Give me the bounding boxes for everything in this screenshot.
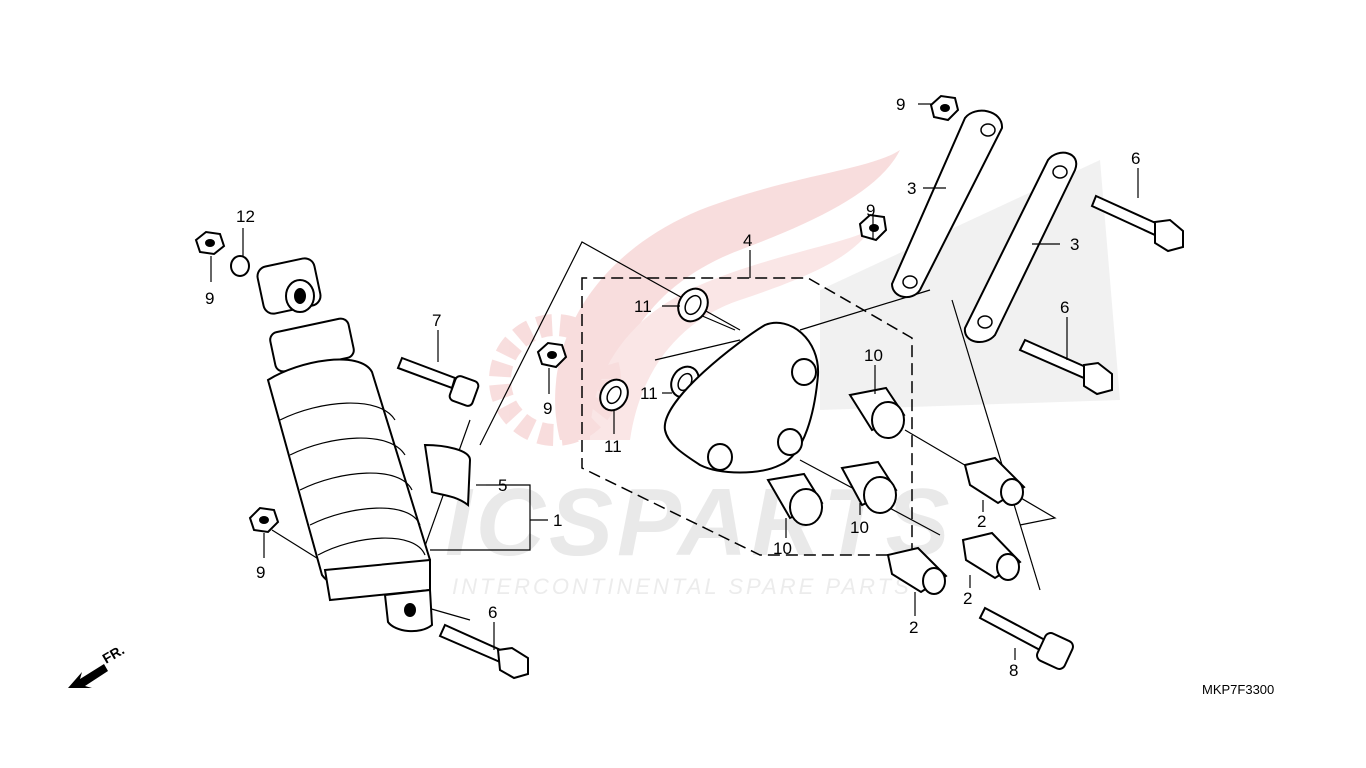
bearing-10-upper bbox=[848, 386, 906, 439]
bearing-10-lower bbox=[766, 472, 824, 526]
callout-7: 7 bbox=[432, 311, 441, 330]
callout-3: 3 bbox=[907, 179, 916, 198]
callout-10: 10 bbox=[850, 518, 869, 537]
bolt-6-mid bbox=[1018, 338, 1113, 396]
nut-9-center bbox=[536, 341, 568, 369]
callout-3: 3 bbox=[1070, 235, 1079, 254]
leader-lines bbox=[210, 103, 1139, 660]
callout-2: 2 bbox=[963, 589, 972, 608]
callout-2: 2 bbox=[977, 512, 986, 531]
callout-5: 5 bbox=[498, 476, 507, 495]
callout-11: 11 bbox=[604, 437, 622, 456]
callout-6: 6 bbox=[1060, 298, 1069, 317]
seal-11-left bbox=[599, 378, 629, 412]
callout-2: 2 bbox=[909, 618, 918, 637]
callout-11: 11 bbox=[634, 297, 652, 316]
callout-12: 12 bbox=[236, 207, 255, 226]
connecting-rod-3-rear bbox=[963, 151, 1078, 344]
collar-2-upper bbox=[963, 456, 1026, 506]
nut-9-top bbox=[929, 94, 960, 122]
seal-11-top bbox=[677, 287, 709, 323]
honda-wing-logo bbox=[489, 150, 900, 446]
sleeve-5 bbox=[423, 443, 472, 507]
direction-label: FR. bbox=[100, 641, 128, 666]
callout-8: 8 bbox=[1009, 661, 1018, 680]
bolt-6-upper bbox=[1090, 194, 1184, 253]
nut-9-lower-left bbox=[248, 506, 280, 534]
arrow-front-icon: FR. bbox=[68, 641, 127, 688]
bolt-7 bbox=[396, 356, 480, 407]
callout-6: 6 bbox=[488, 603, 497, 622]
bolt-6-lower bbox=[438, 623, 529, 680]
connecting-rod-3-front bbox=[890, 109, 1004, 299]
callout-9: 9 bbox=[205, 289, 214, 308]
callout-10: 10 bbox=[773, 539, 792, 558]
collar-2-middle bbox=[961, 531, 1022, 581]
shock-absorber bbox=[256, 257, 434, 633]
collar-2-lower bbox=[886, 546, 948, 595]
shock-arm-4 bbox=[663, 321, 820, 474]
watermark-sub: INTERCONTINENTAL SPARE PARTS bbox=[452, 574, 912, 599]
callout-4: 4 bbox=[743, 231, 752, 250]
callout-11: 11 bbox=[640, 384, 658, 403]
callout-1: 1 bbox=[553, 511, 562, 530]
diagram-code: MKP7F3300 bbox=[1202, 682, 1274, 697]
callout-9: 9 bbox=[543, 399, 552, 418]
callout-6: 6 bbox=[1131, 149, 1140, 168]
callouts: 9 12 7 9 9 9 9 3 3 6 6 6 4 11 11 11 10 1… bbox=[205, 95, 1140, 680]
callout-9: 9 bbox=[866, 201, 875, 220]
bearing-10-middle bbox=[840, 460, 898, 514]
callout-9: 9 bbox=[256, 563, 265, 582]
bolt-8 bbox=[978, 606, 1074, 670]
callout-9: 9 bbox=[896, 95, 905, 114]
washer-12 bbox=[230, 255, 250, 277]
nut-9-top-left bbox=[194, 230, 226, 256]
callout-10: 10 bbox=[864, 346, 883, 365]
